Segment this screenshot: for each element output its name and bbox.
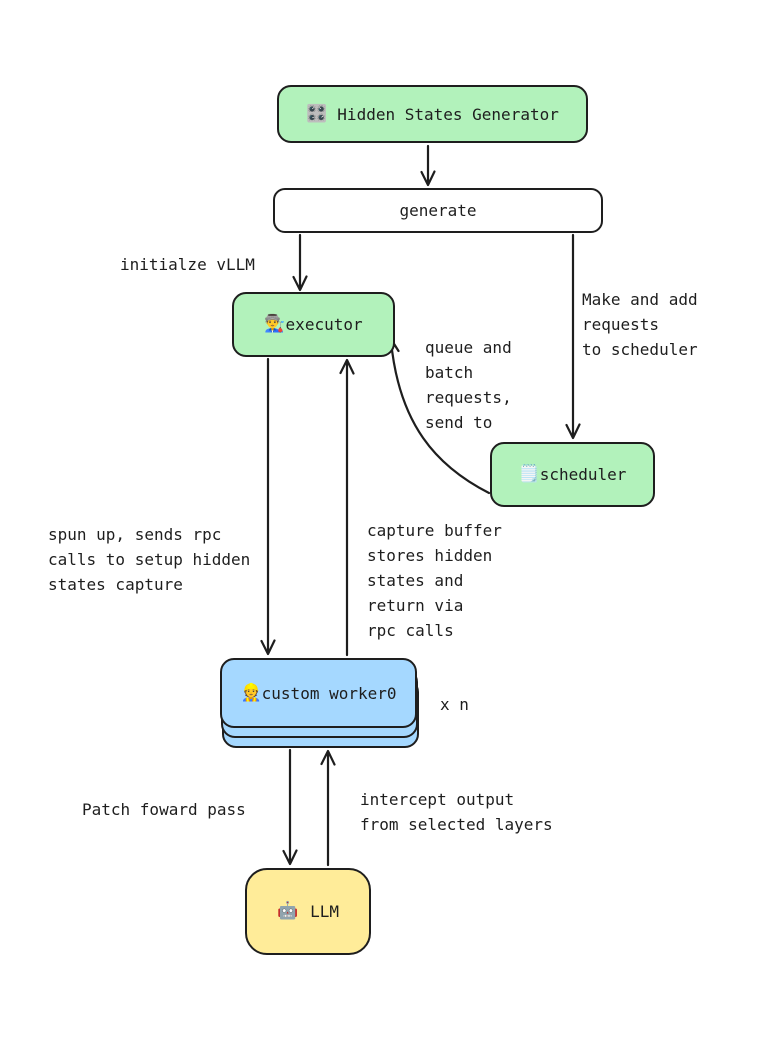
annotation-patch-forward-pass: Patch foward pass [82,800,246,819]
executor-label: executor [285,315,363,334]
annotation-spun-up-rpc: spun up, sends rpc calls to setup hidden… [48,525,251,594]
arrow-executor-to-worker [260,357,276,656]
custom-worker-label: custom worker0 [261,683,397,703]
executor-node: 👨‍🏭 executor [232,292,395,357]
control-knobs-icon: 🎛️ [306,103,328,124]
scheduler-label: scheduler [539,465,627,484]
annotation-initialize-vllm: initialze vLLM [120,255,255,274]
annotation-intercept-output: intercept output from selected layers [360,790,553,834]
scheduler-node: 🗒️ scheduler [490,442,655,507]
annotation-capture-buffer: capture buffer stores hidden states and … [367,521,502,640]
arrow-worker-to-llm [282,748,298,866]
generate-node: generate [273,188,603,233]
construction-worker-icon: 👷 [240,682,262,703]
worker-multiplier-label: x n [440,695,469,714]
annotation-make-and-add-requests: Make and add requests to scheduler [582,290,698,359]
hidden-states-generator-node: 🎛️ Hidden States Generator [277,85,588,143]
custom-worker-node: 👷 custom worker0 [220,658,417,728]
arrow-generate-to-scheduler [565,233,581,440]
llm-label: LLM [310,902,340,921]
robot-icon: 🤖 [276,901,299,921]
hidden-states-generator-label: Hidden States Generator [337,104,559,124]
arrow-generator-to-generate [420,144,436,187]
notepad-icon: 🗒️ [518,464,540,484]
arrow-llm-to-worker [320,749,336,867]
arrow-worker-to-executor [339,358,355,657]
annotation-queue-and-batch: queue and batch requests, send to [425,338,512,432]
factory-worker-icon: 👨‍🏭 [264,314,286,334]
generate-label: generate [399,201,477,220]
llm-node: 🤖 LLM [245,868,371,955]
arrow-generate-to-executor [292,233,308,292]
